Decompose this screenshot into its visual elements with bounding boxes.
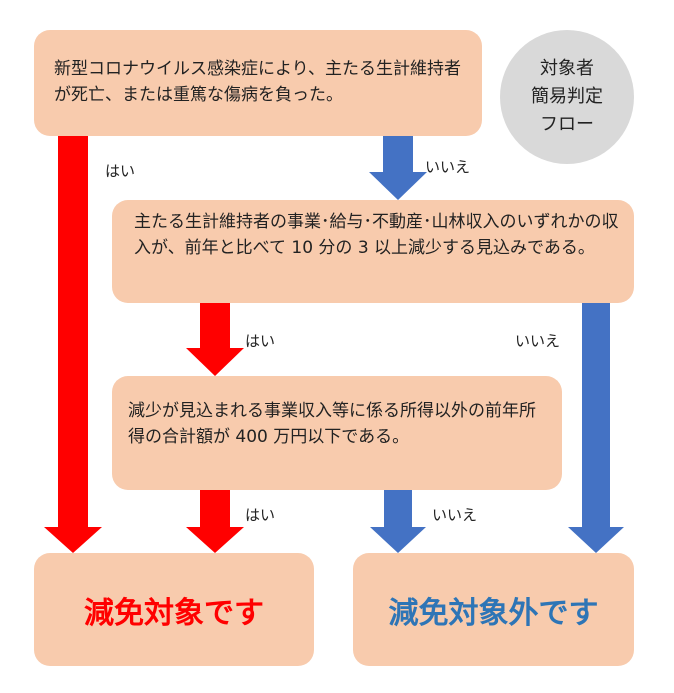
arrow-q3-no bbox=[370, 490, 426, 553]
flow-title-text: 対象者 簡易判定 フロー bbox=[531, 58, 603, 135]
result-eligible-text: 減免対象です bbox=[84, 595, 264, 631]
arrow-q1-yes bbox=[44, 136, 102, 553]
question-2-text: 主たる生計維持者の事業･給与･不動産･山林収入のいずれかの収入が、前年と比べて … bbox=[134, 212, 619, 258]
label-q1-yes: はい bbox=[105, 162, 136, 180]
label-q3-no: いいえ bbox=[432, 506, 478, 524]
question-1-text: 新型コロナウイルス感染症により、主たる生計維持者が死亡、または重篤な傷病を負った… bbox=[54, 59, 461, 105]
flow-title-badge: 対象者 簡易判定 フロー bbox=[500, 30, 634, 164]
label-q1-no: いいえ bbox=[425, 158, 471, 176]
label-q2-no: いいえ bbox=[515, 332, 561, 350]
arrow-q2-no bbox=[568, 303, 624, 553]
question-3-box: 減少が見込まれる事業収入等に係る所得以外の前年所得の合計額が 400 万円以下で… bbox=[112, 376, 562, 490]
result-not-eligible-text: 減免対象外です bbox=[388, 595, 599, 631]
label-q3-yes: はい bbox=[245, 506, 276, 524]
label-q2-yes: はい bbox=[245, 332, 276, 350]
arrow-q3-yes bbox=[186, 490, 244, 553]
question-3-text: 減少が見込まれる事業収入等に係る所得以外の前年所得の合計額が 400 万円以下で… bbox=[128, 401, 536, 447]
result-eligible: 減免対象です bbox=[34, 553, 314, 666]
question-2-box: 主たる生計維持者の事業･給与･不動産･山林収入のいずれかの収入が、前年と比べて … bbox=[112, 200, 634, 303]
arrow-q1-no bbox=[369, 136, 427, 200]
result-not-eligible: 減免対象外です bbox=[353, 553, 634, 666]
arrow-q2-yes bbox=[186, 303, 244, 376]
question-1-box: 新型コロナウイルス感染症により、主たる生計維持者が死亡、または重篤な傷病を負った… bbox=[34, 30, 482, 136]
